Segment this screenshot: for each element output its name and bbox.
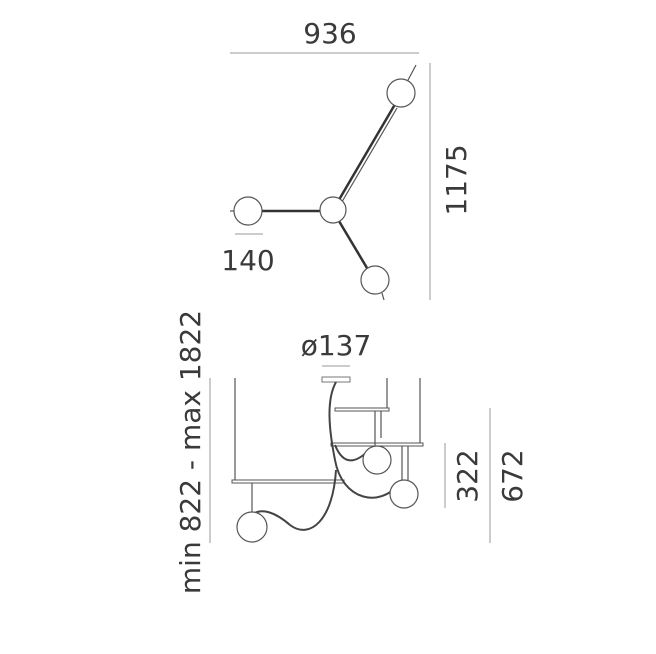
arm-upper [331,104,396,212]
side-view: ø137 min 822 - max 1822 322 672 [174,310,529,594]
cable-left [252,469,337,531]
cable-right [328,381,403,499]
inner-height-label: 322 [451,449,484,502]
width-label: 936 [303,17,356,50]
globe-left [233,196,263,226]
outer-height-label: 672 [496,449,529,502]
globe-lower [360,265,390,295]
globe-upper [386,78,416,108]
hub-circle [319,196,347,224]
bar-upper [334,407,390,412]
canopy [321,376,351,383]
globe-label: 140 [221,244,274,277]
depth-label: 1175 [440,144,473,215]
globe-side-right [389,479,419,509]
globe-side-left [236,511,268,543]
canopy-label: ø137 [301,329,372,362]
bar-lower [231,479,345,484]
globe-side-middle [362,445,392,475]
top-view: 936 1175 140 [221,17,473,301]
arm-upper-tip [406,64,417,83]
height-range-label: min 822 - max 1822 [174,310,207,594]
arm-upper-edge [335,107,398,213]
arm-lower-tip [381,292,385,301]
